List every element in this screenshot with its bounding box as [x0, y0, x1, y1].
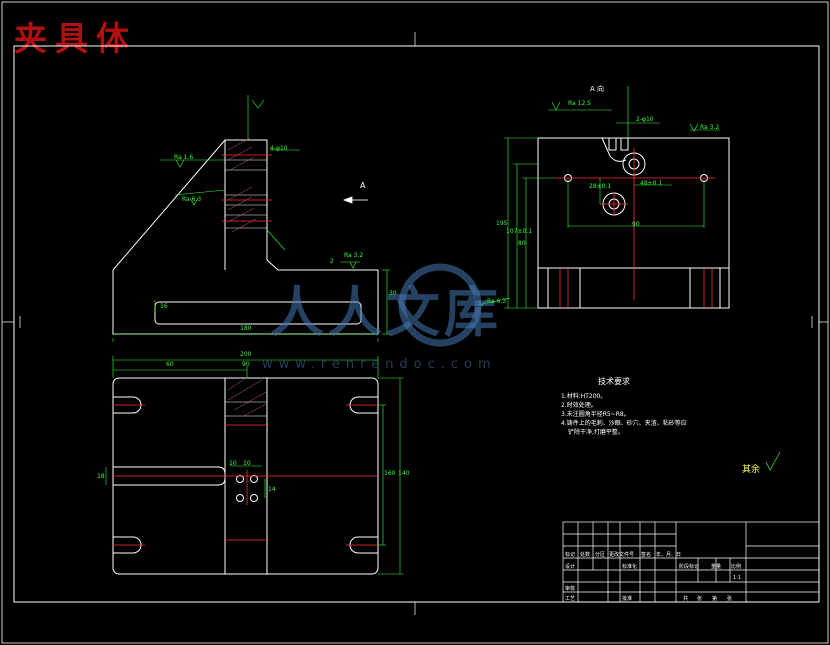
tb-mark: 标记: [565, 552, 576, 558]
watermark-text: 人人文库: [270, 281, 502, 344]
tb-approve: 批准: [622, 596, 633, 602]
tb-change-doc: 更改文件号: [609, 552, 635, 558]
roughness-front-c: Ra 6.3: [182, 196, 202, 203]
tech-requirement-4: 4.铸件上的毛刺、沙眼、砂穴、夹渣、粘砂等应: [561, 420, 687, 427]
dim-top-140: 140: [398, 470, 410, 477]
tb-sign: 签名: [641, 552, 652, 558]
dim-top-14: 14: [268, 486, 276, 493]
dim-side-195: 195: [496, 220, 508, 227]
dim-top-offset: 60: [166, 361, 174, 368]
dim-side-107: 107±0.1: [506, 228, 533, 235]
tech-requirement-5: 铲除干净,打磨平整。: [568, 429, 624, 436]
tech-requirement-3: 3.未注圆角半径R5~R8。: [561, 411, 630, 418]
dim-side-90: 90: [632, 221, 640, 228]
dim-front-height: 30: [389, 290, 397, 297]
dim-top-mid: 90: [242, 361, 250, 368]
tb-count: 处数: [580, 552, 591, 558]
dim-top-width: 200: [240, 351, 252, 358]
roughness-side-c: Ra 6.3: [487, 298, 507, 305]
dim-top-hole-b: 10: [243, 460, 251, 467]
dim-side-80: 80: [518, 240, 526, 247]
tech-requirement-2: 2.时效处理。: [561, 402, 597, 409]
tb-standardize: 标准化: [622, 564, 638, 570]
tb-sheet-total: 共: [683, 596, 689, 602]
tb-scale-value: 1:1: [733, 575, 742, 581]
roughness-front-b: Ra 3.2: [344, 252, 364, 259]
tb-process: 工艺: [565, 596, 576, 602]
tb-zone: 分区: [595, 552, 606, 558]
tb-scale-label: 比例: [731, 564, 742, 570]
tb-date: 年、月、日: [656, 552, 682, 558]
tb-sheet-unit-b: 张: [727, 596, 733, 602]
watermark-url: www.renrendoc.com: [262, 357, 497, 372]
roughness-side-b: Ra 3.2: [700, 124, 720, 131]
tb-weight: 重量: [711, 564, 722, 570]
roughness-remaining-note: 其余: [742, 465, 761, 475]
dim-side-holes: 2-φ10: [636, 116, 654, 123]
tb-sheet-no: 第: [712, 596, 718, 602]
view-a-label: A: [360, 181, 366, 190]
dim-top-slot: 18: [97, 473, 105, 480]
tb-stage-mark: 阶段标记: [679, 564, 700, 570]
roughness-front-a: Ra 1.6: [174, 154, 194, 161]
roughness-side-d: Ra 12.5: [568, 100, 591, 107]
view-a-direction-label: A 向: [590, 85, 605, 93]
dim-front-step: 2: [330, 258, 334, 265]
dim-side-28: 28±0.1: [589, 183, 612, 190]
dim-front-holes: 4-φ10: [270, 145, 288, 152]
dim-side-48: 48±0.1: [640, 180, 663, 187]
drawing-title: 夹具体: [14, 19, 137, 58]
tb-review: 审核: [565, 586, 576, 592]
tb-design: 设计: [565, 564, 576, 570]
dim-top-hole-a: 10: [229, 460, 237, 467]
dim-top-160: 160: [384, 470, 396, 477]
tb-sheet-unit-a: 张: [697, 596, 703, 602]
tech-requirement-1: 1.材料:HT200。: [561, 393, 607, 400]
tech-requirements-title: 技术要求: [598, 377, 630, 386]
dim-front-length: 180: [240, 325, 252, 332]
dim-front-slot: 16: [160, 303, 168, 310]
